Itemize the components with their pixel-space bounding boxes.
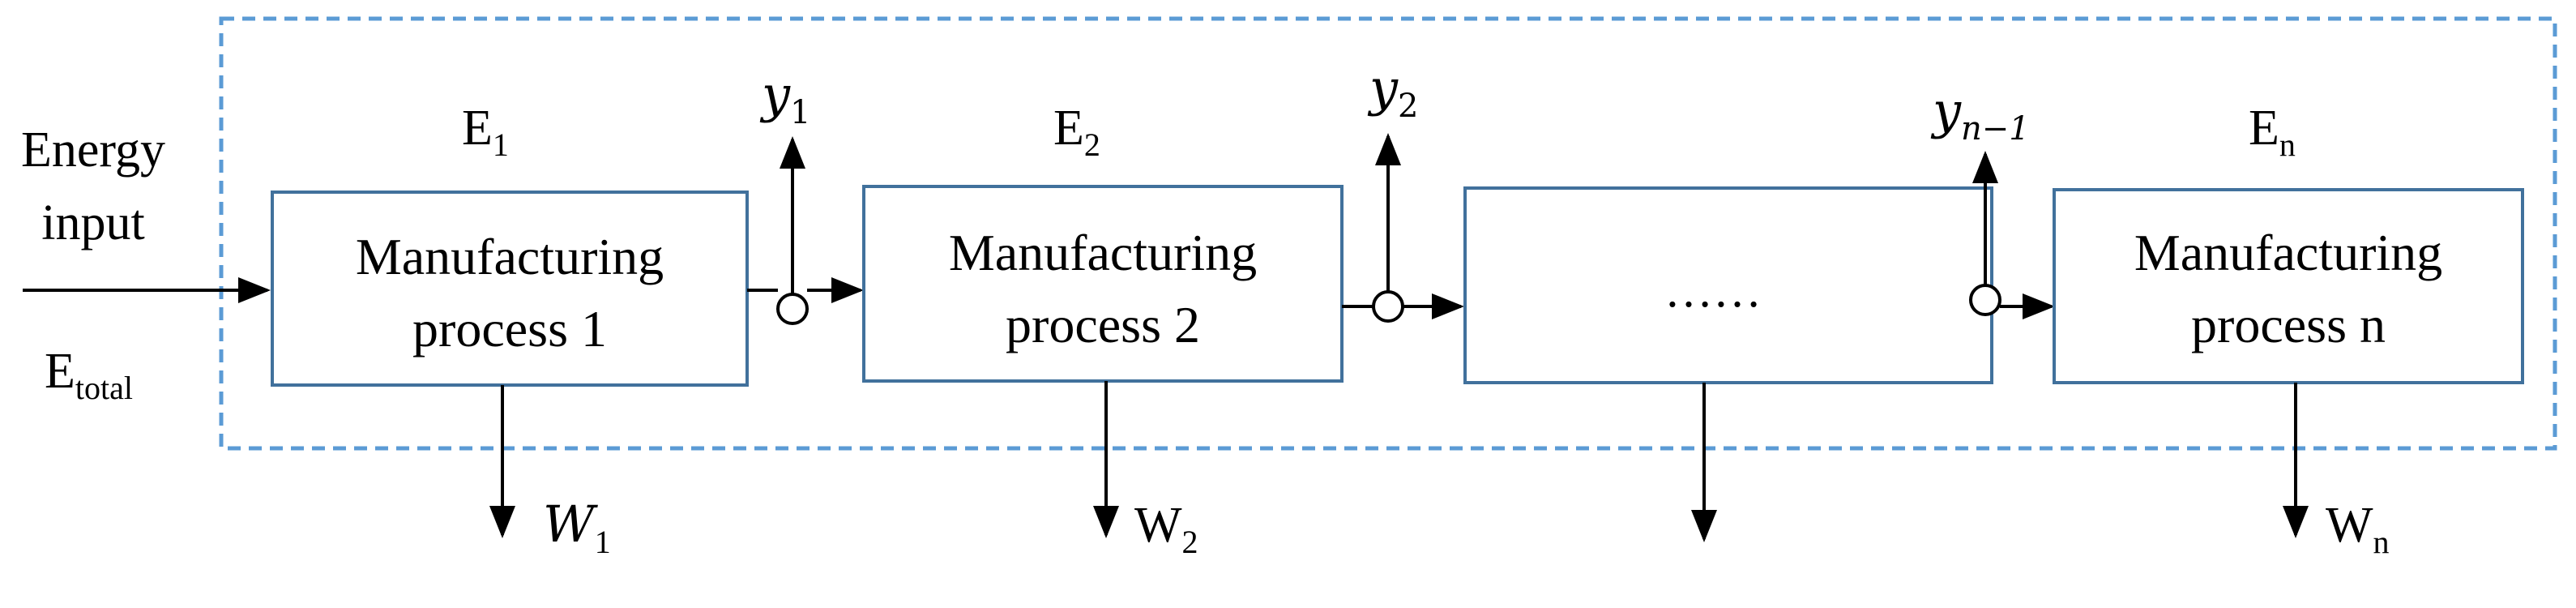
output-3-base: y [1930,81,1962,140]
energy-total-sub: total [75,370,133,406]
system-boundary [219,16,2557,451]
output-2-sub: 2 [1398,88,1418,125]
output-node-3 [1969,284,2001,316]
process-n-energy-label: En [2249,101,2296,163]
energy-input-label-line2: input [41,195,144,250]
output-2-label: y2 [1367,58,1418,125]
process-1-waste-sub: 1 [595,524,611,560]
process-n-label-line2: process n [2191,296,2386,353]
process-1-energy-base: E [462,101,493,156]
process-n-energy-sub: n [2279,126,2296,163]
output-3-label: yn−1 [1930,81,2030,148]
process-2-energy-base: E [1053,101,1084,156]
output-node-2 [1372,290,1404,323]
process-1-energy-sub: 1 [493,126,509,163]
process-2-label-line1: Manufacturing [949,224,1257,281]
output-2-base: y [1367,58,1399,118]
process-n-box [2053,188,2524,384]
process-1-box [271,191,749,387]
process-n-waste-label: Wn [2326,498,2390,560]
process-2-energy-sub: 2 [1084,126,1100,163]
process-2-waste-sub: 2 [1182,524,1198,560]
process-2-label-line2: process 2 [1006,296,1200,353]
process-1-label-line2: process 1 [412,300,607,358]
output-node-1 [776,293,809,325]
process-ellipsis-label: …… [1664,263,1762,317]
process-n-energy-base: E [2249,101,2279,156]
process-1-label-line1: Manufacturing [356,228,664,285]
process-2-box [862,185,1344,383]
process-1-waste-label: W1 [543,495,611,560]
process-n-waste-base: W [2326,498,2373,553]
energy-total-base: E [45,344,75,399]
output-1-label: y1 [759,65,810,131]
process-n-label-line1: Manufacturing [2134,224,2442,281]
process-1-waste-base: W [543,495,598,554]
process-ellipsis-box [1463,186,1993,384]
process-2-waste-base: W [1134,498,1182,553]
output-1-base: y [759,65,791,124]
process-2-waste-label: W2 [1134,498,1198,560]
energy-input-label-line1: Energy [21,122,165,178]
process-n-waste-sub: n [2373,524,2390,560]
output-1-sub: 1 [790,94,810,131]
output-3-sub: n−1 [1961,110,2030,148]
process-1-energy-label: E1 [462,101,509,163]
process-2-energy-label: E2 [1053,101,1100,163]
energy-total-label: Etotal [45,344,133,406]
